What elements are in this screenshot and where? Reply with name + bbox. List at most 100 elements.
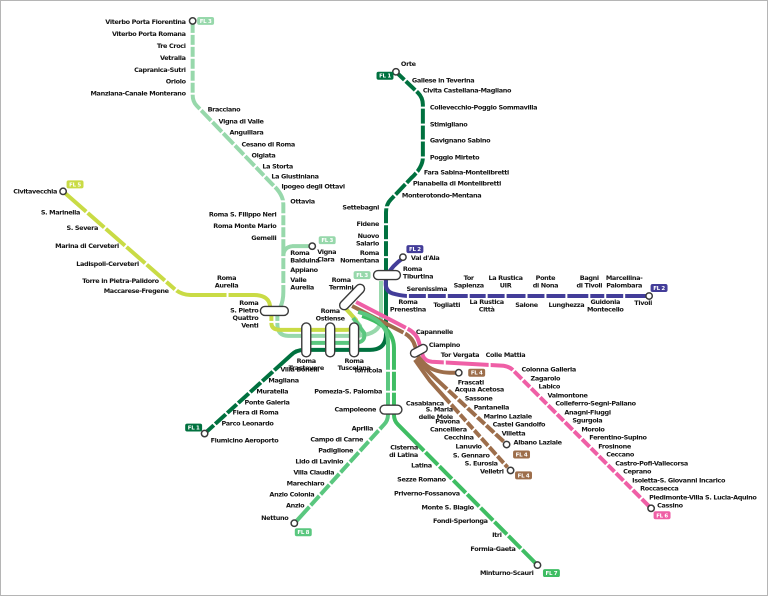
station-label: Vetralla xyxy=(160,54,186,62)
station-label: Acqua Acetosa xyxy=(455,386,504,394)
station-tick xyxy=(412,87,420,94)
station-tick xyxy=(402,180,410,187)
station-label: Tivoli xyxy=(634,299,652,307)
station-label: Settebagni xyxy=(342,203,379,211)
station-label: Ceccano xyxy=(606,450,635,458)
station-tick xyxy=(307,503,314,510)
station-label: Valmontone xyxy=(547,392,588,400)
station-tick xyxy=(345,459,353,466)
station-label: Villetta xyxy=(502,430,526,438)
station-tick xyxy=(336,470,344,477)
line-fl4-albano xyxy=(415,356,505,443)
terminus-velletri xyxy=(506,466,515,475)
station-tick xyxy=(444,386,451,393)
station-tick xyxy=(561,418,568,425)
station-label: Campo di Carne xyxy=(310,436,364,444)
station-label: Roma xyxy=(290,249,309,257)
line-fl2-tivoli xyxy=(383,256,648,298)
station-label: Pomezia-S. Palomba xyxy=(314,388,382,396)
station-label: Civita Castellana-Magliano xyxy=(423,87,512,95)
station-label: Montecelio xyxy=(587,305,624,313)
station-tick xyxy=(258,378,265,385)
station-label: Collevecchio-Poggio Sommavilla xyxy=(430,104,537,112)
station-label: Roma xyxy=(297,357,316,365)
interchange-roma-ostiense xyxy=(324,322,336,358)
station-label: Latina xyxy=(411,461,432,469)
station-label: Torre in Pietra-Palidoro xyxy=(82,277,159,285)
line-badge-label: FL 8 xyxy=(297,530,309,536)
station-label: di Tivoli xyxy=(576,281,602,289)
station-label: Lunghezza xyxy=(549,301,585,309)
station-tick xyxy=(454,395,461,402)
line-badge-label: FL 1 xyxy=(188,426,200,432)
terminus-civitavecchia xyxy=(59,187,68,196)
line-badge-label: FL 2 xyxy=(409,247,421,253)
station-tick xyxy=(421,448,429,455)
station-label: Roma xyxy=(403,265,422,273)
station-label: Frosinone xyxy=(598,442,632,450)
station-tick xyxy=(482,421,489,428)
station-tick xyxy=(519,376,526,383)
interchange-roma-tiburtina xyxy=(372,269,402,281)
station-label: Magliana xyxy=(268,377,298,385)
station-label: Colonna Galleria xyxy=(522,366,576,374)
station-label: Tiburtina xyxy=(403,272,433,280)
line-badge-label: FL 1 xyxy=(379,74,391,80)
station-tick xyxy=(587,444,594,451)
station-label: S. Pietro xyxy=(230,306,259,314)
station-label: Vigna di Valle xyxy=(219,118,265,126)
station-tick xyxy=(211,421,218,428)
station-label: Salario xyxy=(356,240,380,248)
station-label: Monte S. Biagio xyxy=(422,503,475,511)
station-label: Pantanella xyxy=(474,404,509,412)
station-label: Roma xyxy=(398,298,417,306)
station-tick xyxy=(463,418,470,425)
station-tick xyxy=(504,532,511,539)
station-label: S. Eurosia xyxy=(465,459,498,467)
line-badge-label: FL 4 xyxy=(518,473,530,479)
station-tick xyxy=(595,452,602,459)
station-label: Zagarolo xyxy=(531,375,561,383)
line-badge-fl5 xyxy=(66,180,84,189)
station-label: Sapienza xyxy=(454,281,484,289)
station-label: La Rustica xyxy=(488,274,522,282)
station-label: Gavignano Sabino xyxy=(430,137,491,145)
station-label: Anzio Colonia xyxy=(269,490,314,498)
line-badge-fl3 xyxy=(353,271,371,280)
terminus-albano-laziale xyxy=(502,440,511,449)
station-label: Lanuvio xyxy=(456,442,483,450)
line-badge-fl4 xyxy=(468,368,486,377)
station-label: Aprilia xyxy=(352,425,373,433)
station-label: Ponte Galeria xyxy=(244,399,289,407)
station-tick xyxy=(628,486,636,493)
station-tick xyxy=(527,384,534,391)
station-label: Civitavecchia xyxy=(13,187,57,195)
station-label: Tor xyxy=(464,274,475,282)
station-tick xyxy=(536,393,543,400)
station-tick xyxy=(365,437,373,444)
interchange-roma-trastevere xyxy=(301,322,312,358)
station-label: Fara Sabina-Montelibretti xyxy=(424,168,509,176)
station-label: Itri xyxy=(492,531,502,539)
station-label: Castro-Pofi-Vallecorsa xyxy=(615,459,688,467)
station-label: Roma S. Filippo Neri xyxy=(209,210,277,218)
terminus-fiumicino-aeroporto xyxy=(200,429,209,438)
station-label: Formia-Gaeta xyxy=(470,545,515,553)
station-label: Tuscolana xyxy=(338,364,371,372)
station-label: Minturno-Scauri xyxy=(480,569,534,577)
station-tick xyxy=(197,106,204,113)
line-badge-fl7 xyxy=(542,569,560,578)
line-badge-fl6 xyxy=(653,511,671,520)
station-tick xyxy=(271,183,278,190)
station-tick xyxy=(612,469,619,476)
station-label: Albano Laziale xyxy=(514,439,563,447)
interchange-roma-tuscolana xyxy=(348,322,360,358)
station-tick xyxy=(604,461,611,468)
station-tick xyxy=(327,481,334,488)
station-label: Padiglione xyxy=(318,446,354,454)
station-tick xyxy=(413,169,421,176)
line-fl6-cassino xyxy=(355,300,652,509)
station-label: Tor Vergata xyxy=(441,351,479,359)
station-tick xyxy=(162,277,169,285)
station-tick xyxy=(231,141,238,148)
